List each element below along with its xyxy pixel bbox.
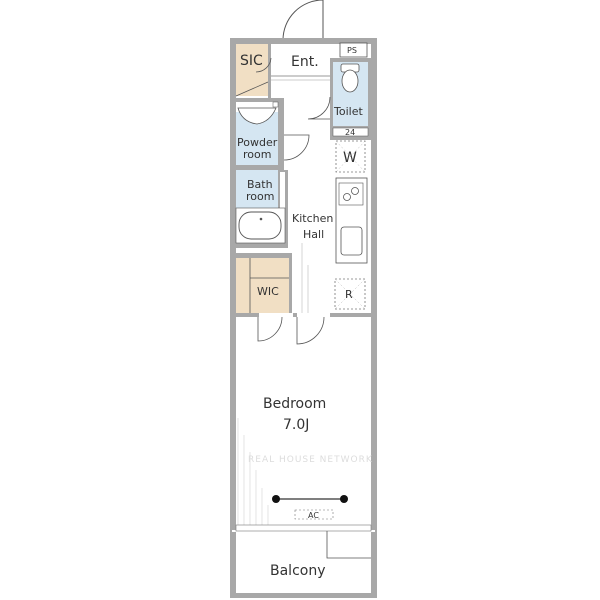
wic-label: WIC: [257, 285, 279, 298]
ac-label: AC: [308, 511, 319, 520]
room-bath: Bath room: [235, 170, 288, 248]
bathtub-icon: [238, 211, 282, 240]
watermark: REAL HOUSE NETWORK: [248, 455, 373, 465]
toilet-label: Toilet: [333, 105, 363, 118]
powder-room-label-1: Powder: [237, 136, 278, 149]
toilet-bowl-icon: [341, 69, 359, 93]
entrance-label: Ent.: [291, 54, 319, 70]
refrigerator-space: R: [334, 278, 366, 310]
room-balcony: Balcony: [235, 524, 372, 579]
sic-label: SIC: [240, 53, 263, 69]
balcony-label: Balcony: [270, 563, 326, 579]
room-sic: SIC: [235, 44, 272, 99]
refrigerator-label: R: [345, 288, 353, 301]
toilet-dimension: 24: [345, 128, 355, 137]
bath-room-label-1: Bath: [247, 178, 273, 191]
ps-label: PS: [347, 46, 357, 55]
room-wic: WIC: [232, 253, 292, 317]
bath-room-label-2: room: [246, 190, 274, 203]
powder-room-label-2: room: [243, 148, 271, 161]
ac-unit: [294, 509, 334, 520]
washer-space: W: [335, 140, 366, 173]
bedroom-label-1: Bedroom: [263, 396, 326, 412]
bedroom-label-2: 7.0J: [283, 417, 309, 433]
entrance-door: [282, 0, 324, 41]
room-toilet: 24 Toilet: [307, 58, 371, 140]
kitchen-sink-icon: [340, 226, 363, 256]
kitchen-hall-label-1: Kitchen: [292, 212, 333, 225]
ps-box: [339, 42, 368, 58]
room-bedroom: Bedroom 7.0J REAL HOUSE NETWORK AC: [236, 313, 373, 525]
kitchen-hall-label-2: Hall: [303, 228, 324, 241]
washer-label: W: [343, 150, 357, 166]
stove-icon: [338, 182, 364, 206]
kitchen-counter: [335, 177, 368, 264]
sink-icon: [237, 107, 277, 125]
